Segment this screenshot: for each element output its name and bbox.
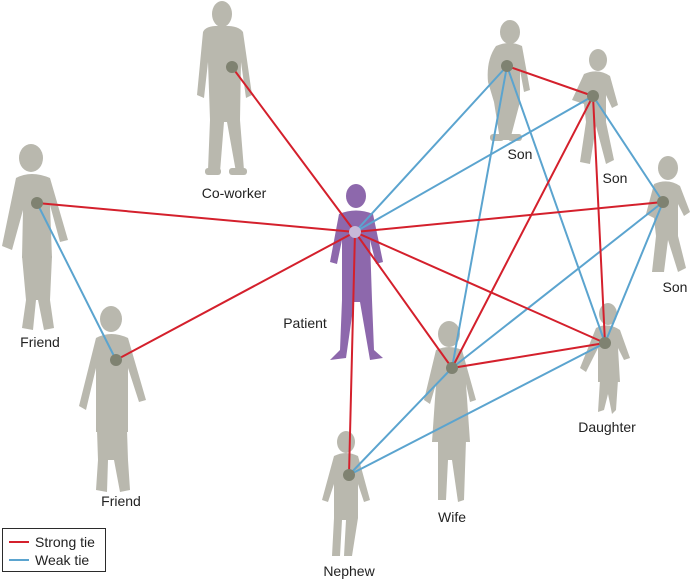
weak-tie-son3-daughter <box>604 201 664 344</box>
label-son2: Son <box>603 170 628 186</box>
strong-tie-patient-wife <box>354 231 453 369</box>
strong-tie-swatch <box>9 541 29 543</box>
weak-tie-nephew-wife <box>348 367 453 476</box>
node-wife <box>446 362 458 374</box>
node-friend2 <box>110 354 122 366</box>
weak-tie-patient-son1 <box>354 65 508 233</box>
people-silhouettes <box>2 1 690 556</box>
friend1-figure <box>2 144 68 330</box>
node-friend1 <box>31 197 43 209</box>
strong-tie-son1-son2 <box>506 65 594 97</box>
weak-tie-son3-wife <box>451 201 664 369</box>
label-nephew: Nephew <box>323 563 375 579</box>
label-patient: Patient <box>283 315 327 331</box>
label-friend2: Friend <box>101 493 141 509</box>
strong-tie-patient-son3 <box>354 201 664 233</box>
son3-figure <box>646 156 690 272</box>
legend-strong-tie: Strong tie <box>9 533 99 551</box>
patient-figure <box>330 184 383 360</box>
weak-tie-son1-daughter <box>506 65 606 344</box>
nephew-figure <box>322 431 370 556</box>
label-son1: Son <box>508 146 533 162</box>
strong-tie-patient-friend2 <box>115 231 356 361</box>
weak-tie-son1-wife <box>451 65 508 369</box>
label-wife: Wife <box>438 509 466 525</box>
strong-tie-patient-daughter <box>354 231 606 344</box>
node-daughter <box>599 337 611 349</box>
node-coworker <box>226 61 238 73</box>
coworker-figure <box>197 1 252 175</box>
node-patient <box>349 226 361 238</box>
node-son1 <box>501 60 513 72</box>
strong-tie-wife-daughter <box>451 342 606 369</box>
weak-tie-patient-son2 <box>354 95 594 233</box>
ties-layer <box>36 65 664 476</box>
weak-tie-friend1-friend2 <box>36 202 117 361</box>
label-son3: Son <box>663 279 688 295</box>
legend-weak-label: Weak tie <box>35 552 90 568</box>
labels-layer: Co-worker Friend Friend Patient Son Son … <box>20 146 687 579</box>
legend-strong-label: Strong tie <box>35 534 95 550</box>
nodes-layer <box>31 60 669 481</box>
label-coworker: Co-worker <box>202 185 267 201</box>
legend-weak-tie: Weak tie <box>9 551 99 569</box>
strong-tie-patient-friend1 <box>36 202 356 233</box>
node-son3 <box>657 196 669 208</box>
strong-tie-son2-daughter <box>592 95 606 344</box>
label-daughter: Daughter <box>578 419 636 435</box>
node-nephew <box>343 469 355 481</box>
weak-tie-son2-son3 <box>592 95 664 203</box>
legend: Strong tie Weak tie <box>2 528 106 572</box>
weak-tie-nephew-daughter <box>348 342 606 476</box>
strong-tie-son2-wife <box>451 95 594 369</box>
wife-figure <box>424 321 476 502</box>
label-friend1: Friend <box>20 334 60 350</box>
daughter-figure <box>580 303 630 414</box>
strong-tie-patient-nephew <box>348 231 356 476</box>
node-son2 <box>587 90 599 102</box>
weak-tie-swatch <box>9 559 29 561</box>
strong-tie-patient-coworker <box>231 66 356 233</box>
friend2-figure <box>79 306 146 492</box>
